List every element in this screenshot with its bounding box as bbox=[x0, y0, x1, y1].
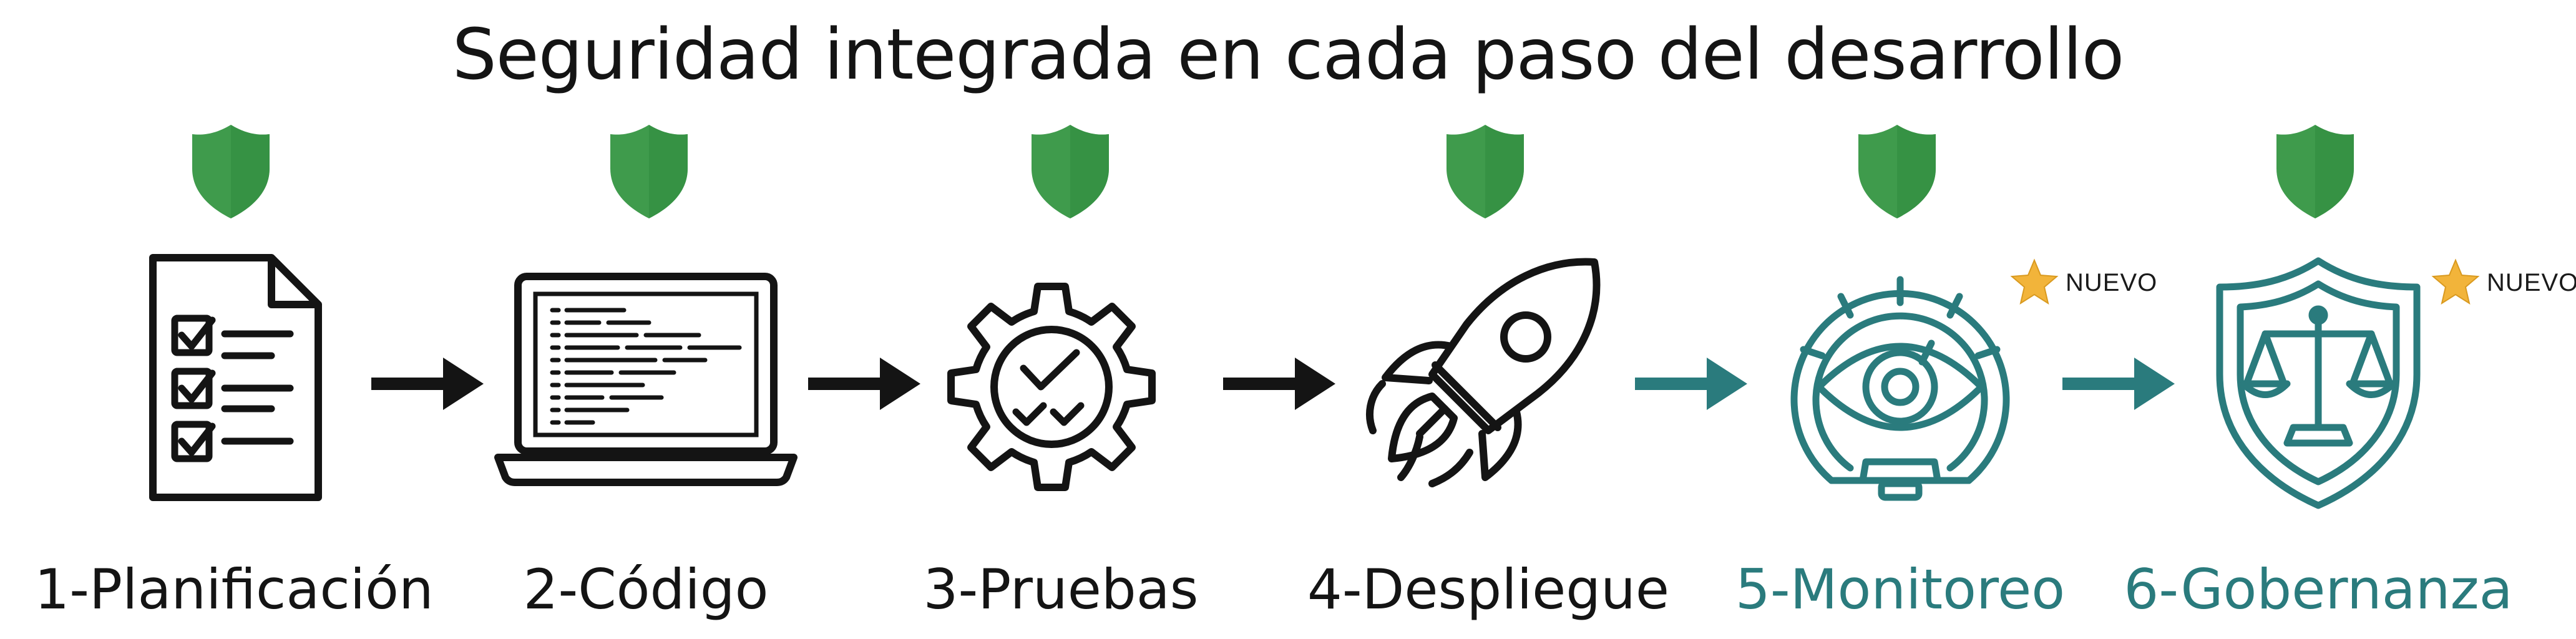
new-badge: NUEVO bbox=[2431, 255, 2576, 311]
star-icon bbox=[2010, 258, 2059, 305]
checklist-document-icon bbox=[149, 254, 322, 501]
new-badge: NUEVO bbox=[2009, 255, 2157, 311]
step-label-planificacion: 1-Planificación bbox=[34, 557, 434, 622]
arrow-right-icon bbox=[2062, 358, 2175, 410]
badge-label: NUEVO bbox=[2066, 268, 2158, 296]
shield-icon bbox=[610, 125, 688, 218]
shield-icon bbox=[2276, 125, 2354, 218]
step-label-pruebas: 3-Pruebas bbox=[923, 557, 1199, 622]
shield-icon bbox=[192, 125, 270, 218]
badge-label: NUEVO bbox=[2487, 268, 2576, 296]
shield-icon bbox=[1447, 125, 1524, 218]
laptop-code-icon bbox=[494, 273, 798, 486]
step-label-gobernanza: 6-Gobernanza bbox=[2124, 557, 2513, 622]
step-label-codigo: 2-Código bbox=[523, 557, 769, 622]
arrow-right-icon bbox=[371, 358, 484, 410]
shield-icon bbox=[1858, 125, 1936, 218]
star-icon bbox=[2431, 258, 2480, 305]
eye-monitoring-icon bbox=[1790, 276, 2010, 501]
arrow-right-icon bbox=[808, 358, 920, 410]
arrow-right-icon bbox=[1223, 358, 1335, 410]
step-label-monitoreo: 5-Monitoreo bbox=[1735, 557, 2066, 622]
step-label-despliegue: 4-Despliegue bbox=[1307, 557, 1670, 622]
diagram-title: Seguridad integrada en cada paso del des… bbox=[452, 14, 2125, 95]
shield-scales-icon bbox=[2216, 257, 2421, 509]
rocket-icon bbox=[1366, 258, 1601, 487]
shield-icon bbox=[1032, 125, 1109, 218]
gear-checkmarks-icon bbox=[947, 283, 1156, 491]
arrow-right-icon bbox=[1635, 358, 1747, 410]
